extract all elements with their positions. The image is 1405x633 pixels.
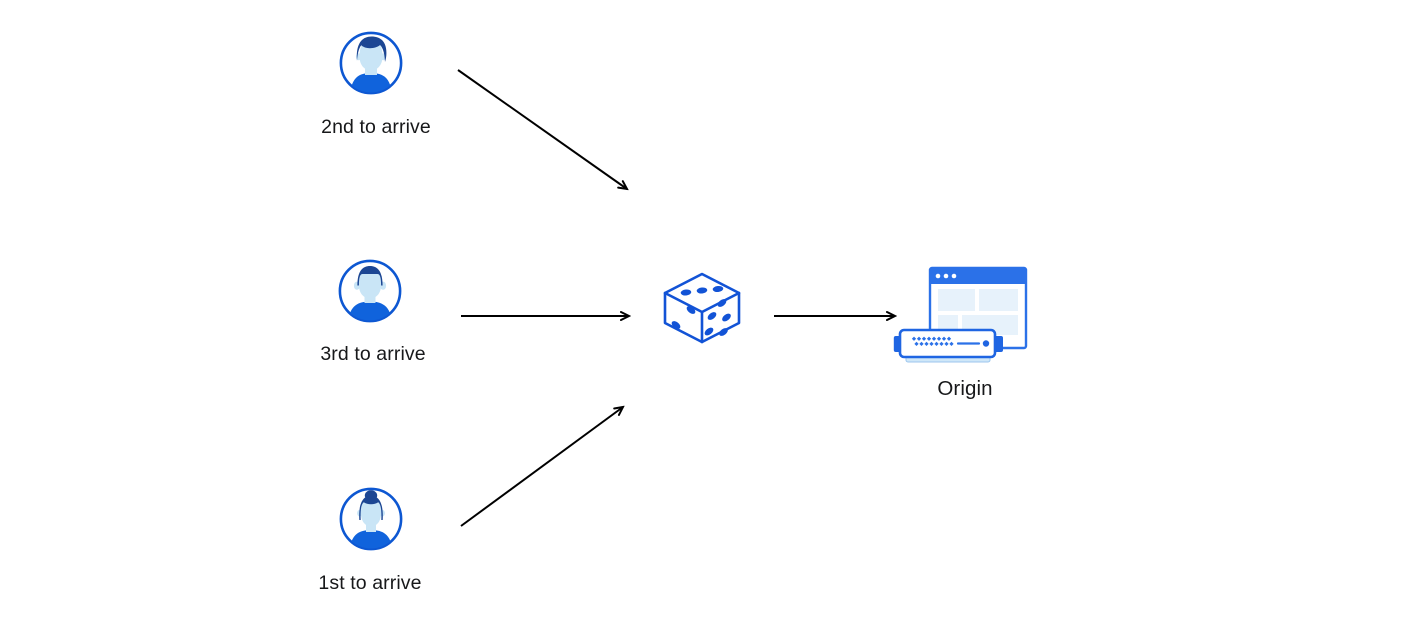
origin-label: Origin (937, 377, 993, 400)
origin-server-icon (893, 266, 1028, 363)
user2-label: 2nd to arrive (321, 116, 431, 138)
dice-icon (663, 272, 741, 344)
avatar-person-flat-top-hair-icon (338, 259, 402, 323)
user1-label: 1st to arrive (318, 572, 422, 594)
user3-label: 3rd to arrive (320, 343, 426, 365)
avatar-person-hair-bun-icon (339, 487, 403, 551)
arrow-user1-to-dice (460, 407, 623, 527)
arrow-user2-to-dice (457, 69, 627, 189)
avatar-person-wavy-hair-icon (339, 31, 403, 95)
server-icon (893, 328, 1003, 363)
